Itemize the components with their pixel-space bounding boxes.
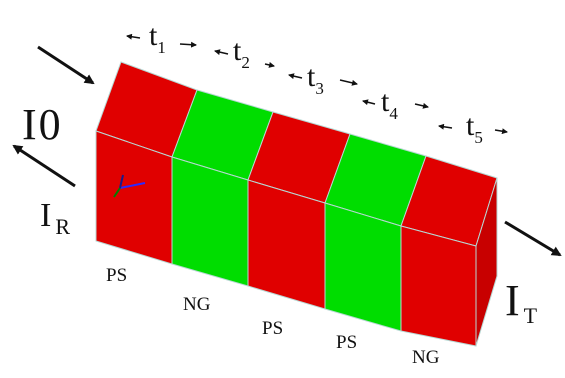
layer-4-front-face — [324, 202, 402, 332]
layer-label-5: NG — [412, 347, 440, 368]
layer-2-front-face — [171, 156, 249, 287]
layer-3-front-face — [247, 179, 326, 310]
thickness-label-t5: t5 — [466, 109, 483, 147]
layer-label-4: PS — [336, 332, 357, 353]
layer-label-1: PS — [106, 265, 127, 286]
transmitted-arrow — [504, 220, 562, 257]
thickness-label-t2: t2 — [233, 34, 250, 72]
incident-arrow — [37, 45, 95, 85]
layer-labels: PS NG PS PS NG — [106, 265, 440, 368]
layer-5-front-face — [400, 225, 477, 347]
layer-label-2: NG — [183, 294, 211, 315]
thickness-markers: t1 t2 t3 t4 t5 — [126, 19, 508, 147]
thickness-label-t4: t4 — [381, 85, 398, 123]
thickness-label-t3: t3 — [307, 60, 324, 98]
axis-triad-icon — [113, 174, 146, 198]
incident-beam-label: I0 — [22, 100, 61, 149]
block-end-face — [475, 177, 498, 347]
reflected-arrow — [12, 144, 76, 188]
layer-label-3: PS — [262, 318, 283, 339]
layer-stack — [95, 61, 498, 347]
thickness-label-t1: t1 — [149, 19, 166, 57]
